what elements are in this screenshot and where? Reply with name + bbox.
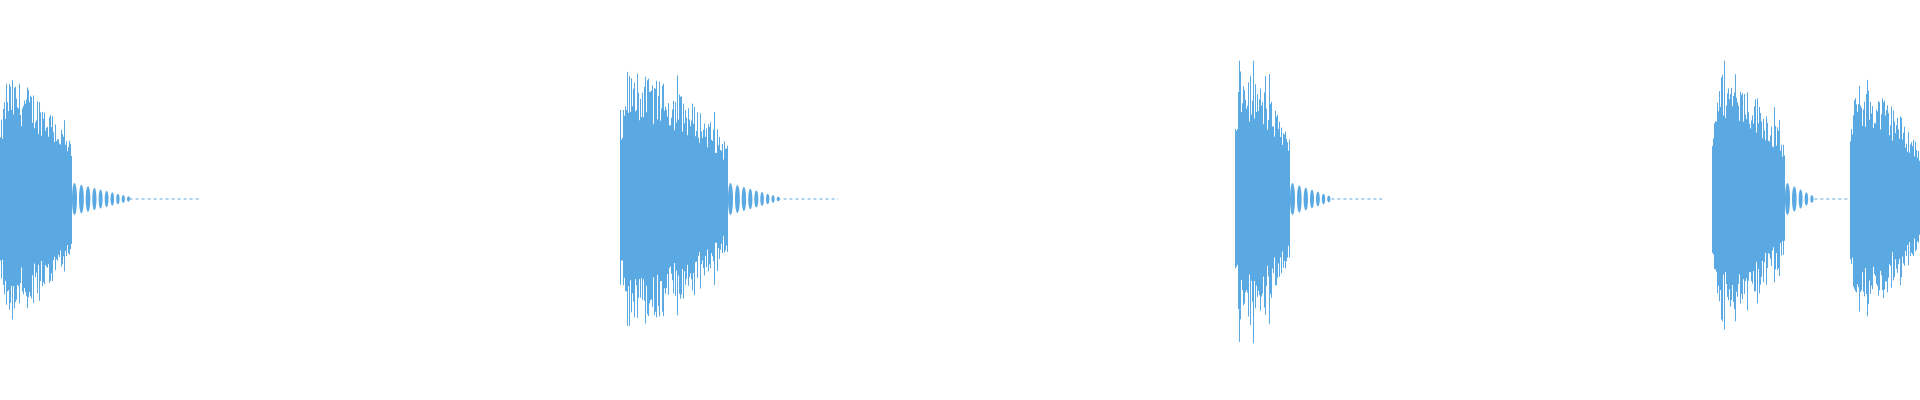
waveform-tail-bead bbox=[771, 195, 775, 203]
waveform-burst bbox=[620, 71, 838, 326]
waveform-tail-bead bbox=[121, 195, 125, 203]
waveform-tail-bead bbox=[1327, 195, 1331, 203]
waveform-core bbox=[1712, 161, 1775, 237]
waveform-tail-bead bbox=[1316, 191, 1320, 207]
waveform-tail-bead bbox=[104, 190, 109, 208]
waveform-burst bbox=[1850, 79, 1920, 317]
waveform-tail-bead bbox=[766, 193, 770, 205]
waveform-tail-bead bbox=[1810, 195, 1814, 203]
waveform-tail-bead bbox=[760, 192, 764, 206]
waveform-tail-bead bbox=[116, 193, 120, 205]
waveform-tail-bead bbox=[79, 184, 84, 214]
waveform-core bbox=[0, 162, 62, 236]
waveform-tail-bead bbox=[1785, 183, 1790, 215]
waveform-tail-bead bbox=[110, 192, 115, 206]
waveform-tail-bead bbox=[1321, 193, 1326, 205]
waveform-burst bbox=[0, 80, 200, 320]
waveform-core bbox=[1235, 161, 1282, 237]
waveform-tail-bead bbox=[85, 186, 91, 212]
waveform-tail-bead bbox=[735, 185, 740, 213]
waveform-core bbox=[1850, 164, 1910, 234]
waveform-tail-bead bbox=[1290, 183, 1295, 215]
waveform-tail-bead bbox=[92, 187, 97, 211]
waveform-tail-bead bbox=[72, 183, 77, 215]
waveform-tail-bead bbox=[1310, 189, 1314, 209]
waveform-tail-bead bbox=[748, 188, 753, 210]
waveform-tail-bead bbox=[741, 186, 747, 212]
waveform-core bbox=[620, 161, 712, 237]
waveform-tail-bead bbox=[98, 189, 103, 209]
waveform-tail-bead bbox=[1792, 186, 1797, 212]
waveform-tail-bead bbox=[728, 183, 733, 215]
waveform-tail-bead bbox=[1303, 187, 1309, 211]
waveform-burst bbox=[1712, 60, 1850, 330]
waveform-tail-bead bbox=[127, 196, 130, 202]
waveform-tail-bead bbox=[1804, 192, 1809, 206]
waveform-burst bbox=[1235, 60, 1382, 344]
waveform-tail-bead bbox=[1798, 189, 1803, 209]
waveform-tail-bead bbox=[1297, 185, 1302, 213]
waveform-tail-bead bbox=[754, 190, 759, 208]
